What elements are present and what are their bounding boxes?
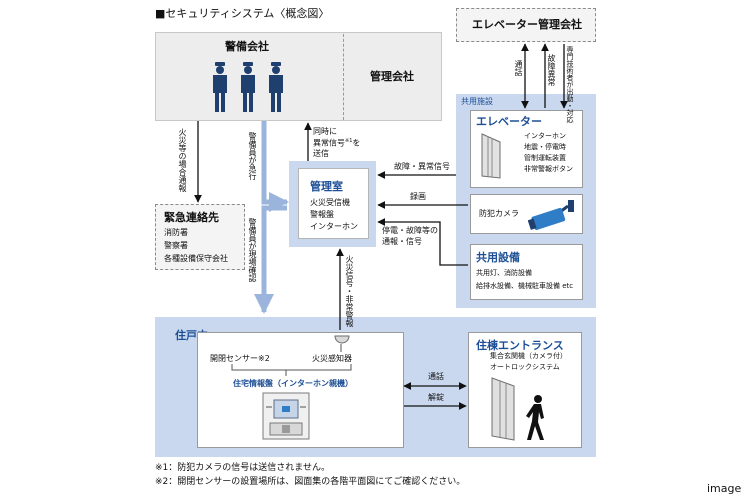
dwelling-connector: [231, 364, 352, 371]
label-unlock: 解錠: [428, 393, 444, 402]
shared-equipment-item: 給排水設備、機械駐車設備 etc: [476, 282, 574, 290]
open-sensor-label: 開閉センサー※2: [210, 354, 270, 363]
control-room-title: 管理室: [310, 180, 343, 193]
footnote-1: ※1：防犯カメラの信号は送信されません。: [155, 463, 330, 473]
label-talk: 通話: [428, 372, 444, 381]
shared-facility-label: 共用施設: [461, 97, 493, 106]
control-room-item: 警報盤: [310, 210, 334, 219]
company-divider: [343, 34, 344, 120]
label-call: 通話: [514, 60, 523, 76]
elevator-item: インターホン: [524, 132, 566, 140]
label-power-fault: 停電・故障等の: [382, 226, 438, 235]
label-power-fault: 通報・信号: [382, 237, 422, 246]
elevator-title: エレベーター: [476, 115, 542, 128]
footnote-2: ※2：開閉センサーの設置場所は、図面集の各階平面図にてご確認ください。: [155, 477, 466, 487]
emergency-item: 警察署: [164, 241, 188, 250]
shared-equipment-title: 共用設備: [476, 251, 520, 264]
elevator-item: 管制運転装置: [524, 154, 566, 162]
intercom-panel-label: 住宅情報盤（インターホン親機）: [233, 379, 353, 388]
label-fault: 故障異常: [547, 54, 556, 86]
emergency-item: 各種設備保守会社: [164, 254, 228, 263]
label-simul-send: 同時に: [313, 127, 337, 136]
edge-guard-confirm: [254, 205, 287, 314]
elevator-item: 地震・停電時: [524, 143, 566, 151]
image-watermark: image: [707, 482, 742, 495]
emergency-item: 消防署: [164, 228, 188, 237]
entrance-item: 集合玄関機（カメラ付）: [490, 352, 567, 360]
label-guard-confirm: 警備員が現場確認: [248, 218, 257, 282]
shared-equipment-item: 共用灯、消防設備: [476, 269, 532, 277]
label-simul-signal: 異常信号: [313, 138, 345, 148]
label-tech-dispatch: 専門技術者が出動・対応: [566, 46, 574, 123]
edge-power-fault: [377, 218, 468, 266]
label-simul-footnote: ※1: [345, 138, 353, 144]
diagram-title: ■セキュリティシステム〈概念図〉: [155, 7, 330, 20]
label-simul-particle: を: [352, 138, 361, 148]
entrance-door-icon: [486, 374, 576, 444]
security-company-box: [155, 32, 442, 121]
entrance-box: [468, 332, 582, 448]
camera-label: 防犯カメラ: [479, 209, 519, 218]
dwelling-title: 住戸内: [175, 329, 208, 342]
fire-detector-label: 火災感知器: [312, 354, 352, 363]
label-recording: 録画: [410, 192, 426, 201]
label-fault-signal: 故障・異常信号: [394, 162, 450, 171]
elevator-company-box: [456, 8, 596, 42]
control-room-item: インターホン: [310, 222, 358, 231]
camera-box: [470, 194, 583, 234]
security-company-label: 警備会社: [225, 40, 269, 53]
control-room-box: [298, 168, 369, 239]
walking-person-icon: [524, 394, 550, 442]
emergency-contacts-box: [155, 204, 245, 270]
fire-detector-icon: [334, 334, 350, 344]
security-camera-icon: [528, 198, 578, 232]
elevator-item: 非常警報ボタン: [524, 165, 573, 173]
label-fire-alarm: 火災信号・非常警報: [345, 255, 354, 327]
label-simul-send: 送信: [313, 149, 329, 158]
elevator-door-icon: [478, 130, 514, 180]
security-guards-icon: [208, 62, 290, 114]
edge-guard-rush: [261, 121, 289, 212]
label-simul-send: 異常信号※1を: [313, 139, 360, 148]
intercom-panel-icon: [262, 392, 310, 440]
label-guard-rush: 警備員が急行: [248, 132, 257, 180]
entrance-item: オートロックシステム: [490, 363, 560, 371]
control-room-item: 火災受信機: [310, 198, 350, 207]
management-company-label: 管理会社: [370, 70, 414, 83]
label-fire-contact: 火災等の場合通報: [178, 128, 187, 192]
elevator-company-label: エレベーター管理会社: [472, 18, 582, 31]
emergency-title: 緊急連絡先: [164, 211, 219, 224]
shared-equipment-box: [470, 244, 583, 300]
entrance-title: 住棟エントランス: [476, 339, 564, 352]
